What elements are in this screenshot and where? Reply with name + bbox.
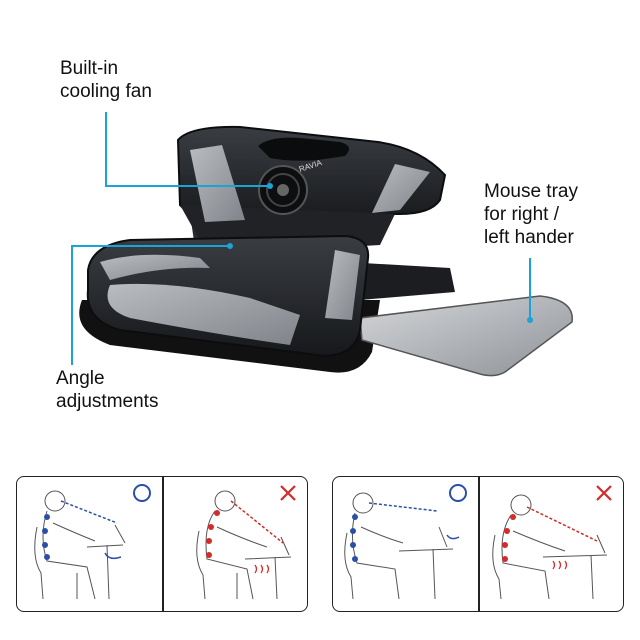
cooling-fan-label: Built-in cooling fan — [60, 58, 152, 102]
circle-icon — [449, 484, 467, 502]
posture-figure-bad-1 — [196, 490, 292, 600]
deck-pad-left — [190, 145, 245, 222]
handle-cutout — [258, 137, 349, 161]
tray-rail — [345, 262, 455, 300]
mouse-tray-label: Mouse tray for right / left hander — [484, 181, 578, 248]
front-pad-wrist — [107, 283, 300, 345]
panel-divider — [478, 477, 480, 611]
mouse-tray — [359, 295, 573, 377]
cross-icon — [280, 485, 296, 501]
posture-figure-good-1 — [34, 490, 126, 600]
posture-comparison-left — [16, 476, 308, 612]
posture-panel-good-1 — [17, 477, 162, 610]
angle-callout-line — [71, 245, 230, 365]
deck-pad-right — [372, 164, 430, 213]
circle-icon — [133, 484, 151, 502]
panel-divider — [162, 477, 164, 611]
posture-figure-good-2 — [344, 492, 460, 600]
posture-panel-bad-1 — [163, 477, 307, 610]
posture-comparison-right — [332, 476, 624, 612]
posture-panel-bad-2 — [479, 477, 623, 610]
front-pad-left — [100, 254, 210, 280]
posture-panel-good-2 — [333, 477, 478, 610]
cross-icon — [596, 485, 612, 501]
fan-callout-line — [105, 112, 270, 187]
laptop-stand-image: RAVIA — [71, 112, 573, 377]
posture-figure-bad-2 — [492, 494, 608, 600]
angle-adjustments-label: Angle adjustments — [56, 368, 159, 412]
front-pad-right — [325, 250, 360, 320]
